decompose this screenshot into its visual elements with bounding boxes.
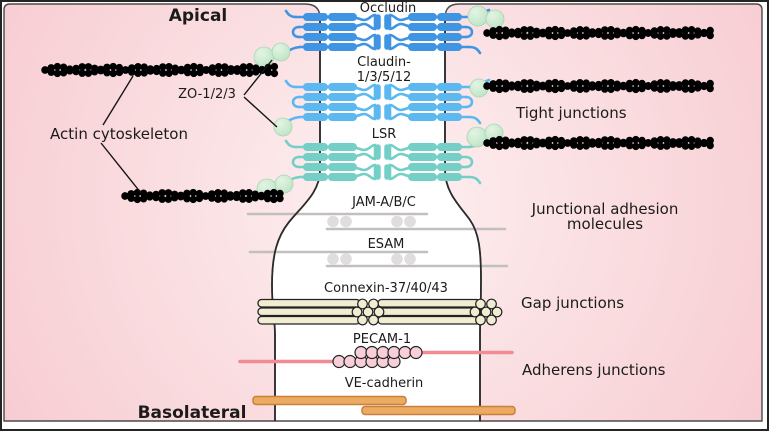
connexon-cluster-left bbox=[351, 298, 385, 326]
esam-label: ESAM bbox=[367, 237, 405, 252]
ve-cadherin-structure bbox=[252, 395, 516, 416]
pecam-structure bbox=[238, 345, 514, 369]
basolateral-label: Basolateral bbox=[137, 403, 247, 423]
occludin-complex bbox=[278, 10, 489, 58]
claudin-complex bbox=[278, 80, 489, 128]
claudin-label: Claudin- 1/3/5/12 bbox=[357, 55, 412, 85]
leader-lines bbox=[100, 59, 278, 194]
tight-junctions-label: Tight junctions bbox=[516, 104, 627, 122]
gap-junctions-label: Gap junctions bbox=[521, 294, 625, 312]
junctional-adhesion-line1: Junctional adhesion bbox=[531, 200, 679, 218]
actin-label: Actin cytoskeleton bbox=[50, 125, 188, 143]
junctional-adhesion-line2: molecules bbox=[566, 215, 644, 233]
gap-junction-structure bbox=[257, 298, 503, 326]
jam-structure bbox=[246, 212, 507, 231]
claudin-label-line2: 1/3/5/12 bbox=[356, 70, 412, 85]
connexon-cluster-right bbox=[469, 298, 503, 326]
zo-protein-blobs bbox=[253, 5, 505, 200]
esam-structure bbox=[248, 250, 509, 268]
junctional-adhesion-label: Junctional adhesion molecules bbox=[532, 202, 679, 232]
lsr-label: LSR bbox=[371, 127, 397, 142]
ve-cadherin-label: VE-cadherin bbox=[344, 376, 424, 391]
zo-label: ZO-1/2/3 bbox=[178, 87, 236, 102]
adherens-junctions-label: Adherens junctions bbox=[522, 361, 666, 379]
jam-label: JAM-A/B/C bbox=[352, 195, 416, 210]
actin-filament-group bbox=[41, 25, 714, 204]
claudin-label-line1: Claudin- bbox=[357, 55, 411, 70]
pecam-label: PECAM-1 bbox=[352, 332, 412, 347]
occludin-label: Occludin bbox=[359, 1, 417, 16]
apical-label: Apical bbox=[168, 6, 228, 26]
connexin-label: Connexin-37/40/43 bbox=[324, 281, 448, 296]
lsr-complex bbox=[278, 140, 489, 188]
